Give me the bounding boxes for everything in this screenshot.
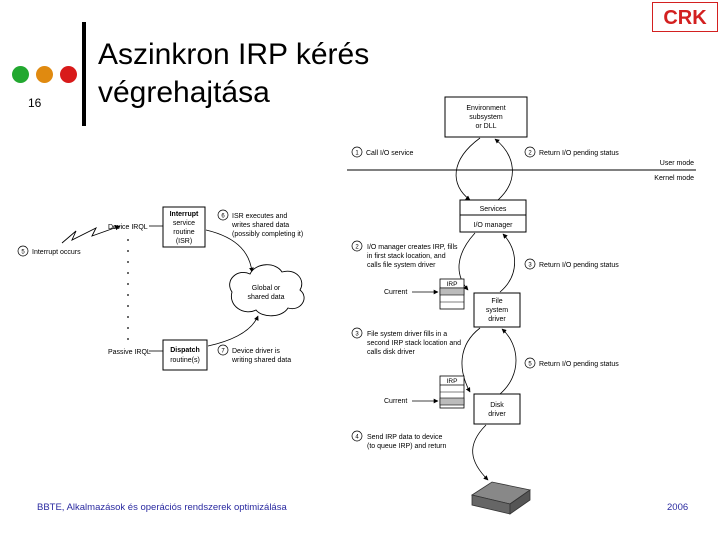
dpc-number: 7 [221,349,225,355]
step3-number: 3 [355,332,359,338]
disk-driver-box [473,393,521,425]
step4-number: 4 [355,435,359,441]
fs-line1: File [491,298,502,305]
slide-title: Aszinkron IRP kérés végrehajtása [98,36,458,112]
file-system-driver-box [473,292,521,328]
step3-text-3: calls disk driver [367,349,416,356]
step1-label: Call I/O service [366,150,414,157]
step5-right-marker [524,357,536,369]
slide-number: 16 [28,96,42,110]
interrupt-number: 5 [21,250,25,256]
isr-line2: service [173,220,195,227]
fs-line2: system [486,307,508,314]
step3-marker [351,327,363,339]
dpc-text-2: writing shared data [231,357,291,364]
green-dot [12,66,29,83]
call-arrow [455,137,481,201]
disk-line2: driver [488,411,506,418]
isr-box [162,206,206,248]
env-line1: Environment [466,105,505,112]
isr-line1: Interrupt [170,211,199,218]
step2-top-label: Return I/O pending status [539,150,619,157]
slide-title-line2: végrehajtása [98,76,270,109]
step2-text-3: calls file system driver [367,262,436,269]
dpc-text-1: Device driver is [232,348,280,355]
irp1-label: IRP [447,281,458,288]
kernel-mode-label: Kernel mode [654,175,694,182]
io-manager-label: I/O manager [474,222,514,229]
dpc-line2: routine(s) [170,357,200,364]
red-dot [60,66,77,83]
step5-right-label: Return I/O pending status [539,361,619,368]
fs-to-disk-arrow [461,327,481,393]
fs-line3: driver [488,316,506,323]
step1-marker [351,146,363,158]
irp2-label: IRP [447,378,458,385]
shared-data-line2: shared data [248,294,285,301]
environment-subsystem-box [444,96,528,138]
disk-return-arrow [499,328,517,395]
crk-logo-badge: CRK [652,2,718,32]
step5-right-number: 5 [528,362,532,368]
orange-dot [36,66,53,83]
step3-text-1: File system driver fills in a [367,331,447,338]
step3-text-2: second IRP stack location and [367,340,461,347]
step2-text-1: I/O manager creates IRP, fills [367,244,458,251]
user-mode-label: User mode [660,160,694,167]
slide-title-line1: Aszinkron IRP kérés [98,38,370,71]
isr-marker [217,209,229,221]
step2-marker [351,240,363,252]
services-label: Services [480,206,507,213]
interrupt-label: Interrupt occurs [32,249,81,256]
io-manager-box [459,199,527,233]
step4-marker [351,430,363,442]
interrupt-lightning [61,225,121,244]
dpc-line1: Dispatch [170,347,200,354]
disk-to-device-arrow [472,424,489,481]
step2-number: 2 [355,245,359,251]
shared-data-cloud [229,264,305,317]
env-line2: subsystem [469,114,503,121]
step3-right-number: 3 [528,263,532,269]
step3-right-marker [524,258,536,270]
title-divider [82,22,86,126]
device-irql-label: Device IRQL [108,224,148,231]
dpc-to-data-arrow [207,315,259,347]
current2-label: Current [384,398,407,405]
shared-data-line1: Global or [252,285,281,292]
footer-year: 2006 [667,502,689,513]
step4-text-1: Send IRP data to device [367,434,442,441]
env-line3: or DLL [475,123,496,130]
step3-right-label: Return I/O pending status [539,262,619,269]
disk-line1: Disk [490,402,504,409]
dispatch-routine-box [162,339,208,371]
passive-irql-label: Passive IRQL [108,349,151,356]
return-arrow-top [494,138,513,201]
step2-top-marker [524,146,536,158]
isr-text-1: ISR executes and [232,213,287,220]
step2-top-number: 2 [528,151,532,157]
irql-dotted-line [127,239,129,340]
current1-label: Current [384,289,407,296]
interrupt-marker [17,245,29,257]
isr-text-3: (possibly completing it) [232,231,303,238]
io-to-fs-arrow [458,232,476,291]
step4-text-2: (to queue IRP) and return [367,443,446,450]
dpc-marker [217,344,229,356]
isr-text-2: writes shared data [231,222,289,229]
step2-text-2: in first stack location, and [367,253,446,260]
isr-to-data-arrow [205,229,254,273]
disk-device-icon [470,481,531,515]
isr-number: 6 [221,214,225,220]
isr-line3: routine [173,229,195,236]
fs-return-arrow [499,233,515,293]
footer-text: BBTE, Alkalmazások és operációs rendszer… [37,502,287,513]
isr-line4: (ISR) [176,238,192,245]
step1-number: 1 [355,151,359,157]
